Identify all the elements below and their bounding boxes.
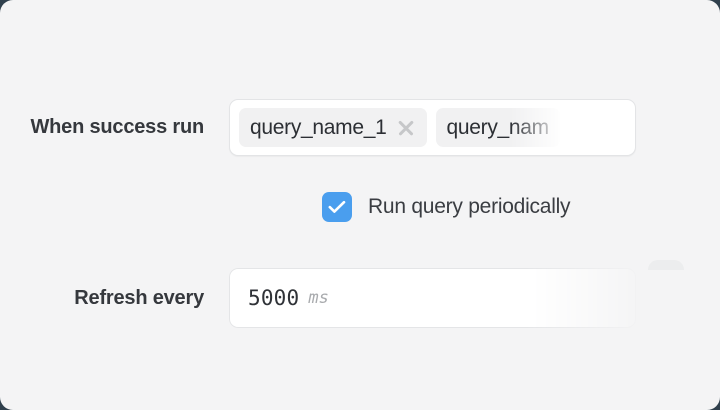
run-query-periodically-checkbox[interactable] xyxy=(322,192,352,222)
refresh-every-label: Refresh every xyxy=(74,286,204,309)
refresh-interval-value: 5000 xyxy=(248,286,300,310)
tag-query-name-2[interactable]: query_nam xyxy=(435,108,560,147)
tag-label: query_name_1 xyxy=(250,115,387,139)
refresh-interval-unit: ms xyxy=(308,288,329,308)
check-icon xyxy=(328,200,346,213)
when-success-run-tag-input[interactable]: query_name_1 query_nam xyxy=(229,99,636,156)
refresh-interval-input[interactable]: 5000 ms xyxy=(229,268,636,328)
when-success-run-row: When success run query_name_1 query_nam xyxy=(0,99,720,156)
field-popover-nub xyxy=(648,260,684,270)
tag-query-name-1[interactable]: query_name_1 xyxy=(239,108,427,147)
when-success-run-label: When success run xyxy=(30,116,204,138)
run-query-periodically-row[interactable]: Run query periodically xyxy=(322,192,571,222)
refresh-every-row: Refresh every 5000 ms xyxy=(0,268,720,328)
tag-label: query_nam xyxy=(446,115,550,139)
run-query-periodically-label[interactable]: Run query periodically xyxy=(368,195,571,218)
close-icon[interactable] xyxy=(397,118,416,137)
